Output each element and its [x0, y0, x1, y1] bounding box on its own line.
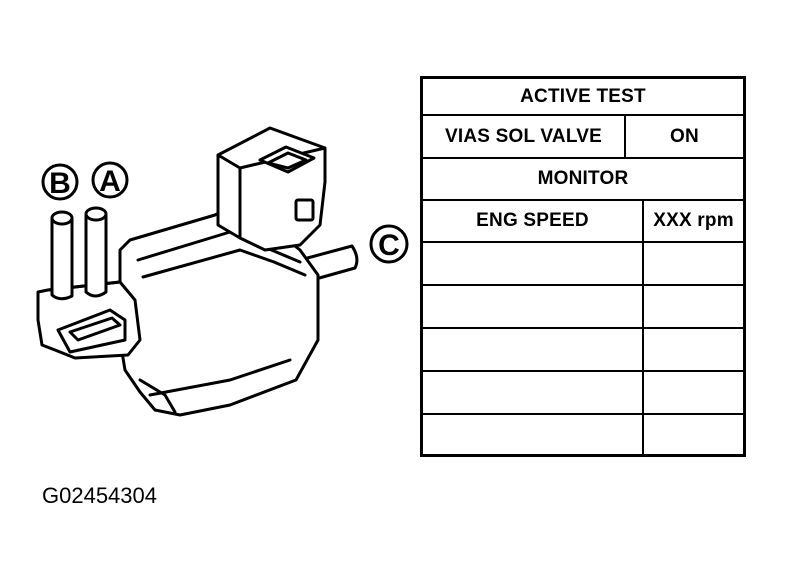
monitor-header-row: MONITOR	[423, 159, 743, 201]
test-item-value: ON	[670, 125, 699, 147]
callout-b: B	[41, 163, 79, 201]
monitor-item-value: XXX rpm	[653, 210, 734, 231]
test-item-label: VIAS SOL VALVE	[445, 125, 602, 147]
callout-a: A	[91, 161, 129, 199]
active-test-table: ACTIVE TEST VIAS SOL VALVE ON MONITOR EN…	[420, 76, 746, 457]
connector-housing	[216, 126, 327, 252]
table-row	[423, 415, 743, 454]
table-row	[423, 286, 743, 329]
port-a-tube	[84, 212, 108, 298]
table-header-row: ACTIVE TEST	[423, 79, 743, 116]
svg-text:C: C	[378, 229, 400, 262]
port-b-tube	[50, 216, 74, 301]
svg-text:A: A	[99, 165, 121, 198]
callout-c: C	[369, 224, 409, 264]
monitor-item-label: ENG SPEED	[476, 210, 589, 231]
table-row	[423, 329, 743, 372]
monitor-header: MONITOR	[537, 168, 629, 189]
test-item-row: VIAS SOL VALVE ON	[423, 116, 743, 159]
figure-code: G02454304	[42, 483, 157, 508]
active-test-header: ACTIVE TEST	[520, 85, 646, 107]
table-row	[423, 243, 743, 286]
monitor-item-row: ENG SPEED XXX rpm	[423, 201, 743, 243]
table-row	[423, 372, 743, 415]
svg-text:B: B	[49, 167, 71, 200]
